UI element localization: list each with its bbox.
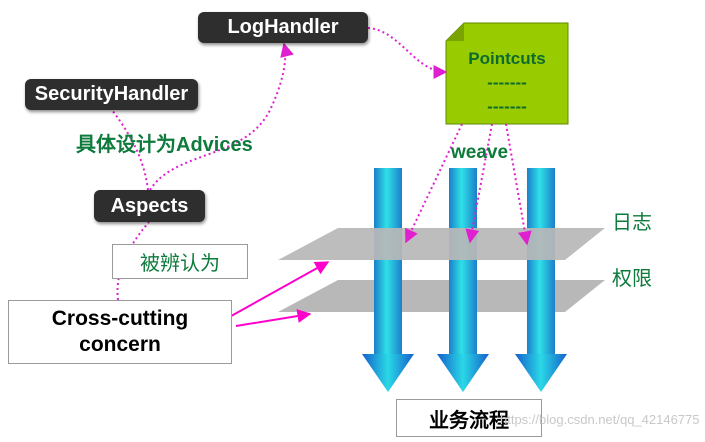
weave-to-arrow-2 [465, 123, 493, 244]
connector-aspects-to-log [149, 42, 294, 191]
pointcuts-text: Pointcuts ------- ------- [446, 47, 568, 119]
arrow-to-permission-plane [235, 309, 312, 327]
flow-arrow-1 [362, 168, 414, 392]
aspects-box: Aspects [94, 190, 205, 222]
business-flow-label: 业务流程 [429, 409, 509, 432]
weave-label: weave [451, 142, 509, 163]
business-flow-box: 业务流程 [396, 399, 542, 437]
log-plane [278, 228, 605, 260]
security-handler-box: SecurityHandler [25, 79, 198, 110]
log-layer-label: 日志 [612, 212, 652, 234]
weave-to-arrow-3 [505, 123, 532, 246]
log-handler-box: LogHandler [198, 12, 368, 43]
pointcuts-line-2: ------- [487, 97, 527, 116]
dotted-connectors [111, 27, 532, 301]
connector-log-to-pointcuts [367, 27, 448, 79]
weave-to-arrow-1 [405, 123, 463, 244]
permission-plane [278, 280, 605, 312]
flow-arrow-3 [515, 168, 567, 392]
cross-cutting-concern-box: Cross-cutting concern [8, 300, 232, 364]
cross-cutting-line-1: Cross-cutting [51, 307, 189, 330]
advices-label: 具体设计为Advices [76, 134, 253, 156]
permission-layer-label: 权限 [612, 268, 652, 290]
connector-cross-to-aspects [116, 221, 150, 301]
pointcuts-line-1: ------- [487, 73, 527, 92]
arrow-to-log-plane [223, 261, 330, 321]
pointcuts-title: Pointcuts [468, 49, 546, 68]
solid-arrows [223, 261, 330, 327]
cross-cutting-line-2: concern [79, 333, 161, 356]
flow-arrow-2 [437, 168, 489, 392]
identified-as-box: 被辨认为 [112, 244, 248, 279]
identified-as-label: 被辨认为 [140, 253, 220, 275]
watermark: https://blog.csdn.net/qq_42146775 [500, 412, 700, 427]
pointcuts-fold [446, 23, 464, 41]
